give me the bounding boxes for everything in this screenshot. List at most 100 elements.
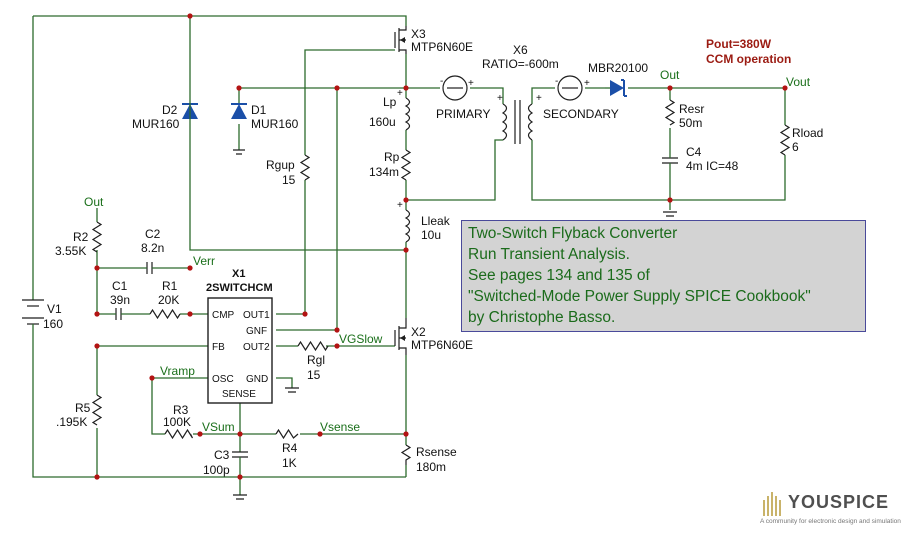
r4-resistor: [275, 428, 299, 440]
rsense-ref: Rsense: [416, 445, 457, 459]
pin-out1: OUT1: [243, 310, 270, 321]
net-out-left: Out: [84, 195, 104, 209]
net-vgslow: VGSlow: [339, 332, 383, 346]
x2-mosfet: [394, 318, 407, 355]
x3-ref: X3: [411, 27, 426, 41]
node-dots: [94, 13, 788, 480]
rload-resistor: [779, 124, 791, 156]
note-line: by Christophe Basso.: [468, 309, 616, 326]
x1-ref: X1: [232, 268, 245, 280]
pin-cmp: CMP: [212, 310, 235, 321]
r4-value: 1K: [282, 456, 297, 470]
r2-value: 3.55K: [55, 244, 86, 258]
r3-value: 100K: [163, 415, 191, 429]
r1-resistor: [149, 308, 181, 320]
c4-capacitor: [662, 148, 678, 172]
c1-value: 39n: [110, 293, 130, 307]
secondary-label: SECONDARY: [543, 107, 619, 121]
c1-ref: C1: [112, 279, 128, 293]
v1-source: [22, 299, 44, 330]
r3-ref: R3: [173, 403, 189, 417]
x1-value: 2SWITCHCM: [206, 282, 273, 294]
pin-sense: SENSE: [222, 389, 256, 400]
rsense-resistor: [400, 444, 412, 465]
c2-value: 8.2n: [141, 241, 164, 255]
pin-gnd: GND: [246, 374, 268, 385]
c3-capacitor: [232, 451, 248, 466]
d3-value: MBR20100: [588, 61, 648, 75]
logo-brand: YOUSPICE: [788, 492, 890, 512]
x6-transformer: [501, 100, 534, 144]
c1-capacitor: [110, 308, 128, 320]
resr-ref: Resr: [679, 102, 704, 116]
resr-value: 50m: [679, 116, 702, 130]
v1-ref: V1: [47, 302, 62, 316]
r3-resistor: [164, 428, 194, 440]
secondary-ammeter: [557, 75, 583, 101]
pin-out2: OUT2: [243, 342, 270, 353]
rgup-resistor: [299, 154, 311, 181]
rload-value: 6: [792, 140, 799, 154]
svg-text:+: +: [584, 78, 590, 89]
svg-text:+: +: [397, 88, 403, 99]
svg-text:-: -: [440, 76, 443, 87]
primary-label: PRIMARY: [436, 107, 490, 121]
youspice-logo: YOUSPICE A community for electronic desi…: [758, 490, 905, 533]
d2-ref: D2: [162, 103, 178, 117]
pin-fb: FB: [212, 342, 225, 353]
rsense-value: 180m: [416, 460, 446, 474]
c3-value: 100p: [203, 463, 230, 477]
svg-text:+: +: [536, 93, 542, 104]
net-verr: Verr: [193, 254, 215, 268]
note-line: Two-Switch Flyback Converter: [468, 225, 678, 242]
rgl-value: 15: [307, 368, 321, 382]
net-vout: Vout: [786, 75, 811, 89]
resr-resistor: [664, 99, 676, 126]
note-line: See pages 134 and 135 of: [468, 267, 650, 284]
mode-annotation: CCM operation: [706, 52, 791, 66]
x6-value: RATIO=-600m: [482, 57, 559, 71]
r2-ref: R2: [73, 230, 89, 244]
c2-ref: C2: [145, 227, 161, 241]
rp-value: 134m: [369, 165, 399, 179]
x2-value: MTP6N60E: [411, 338, 473, 352]
wires: [32, 15, 786, 500]
note-line: Run Transient Analysis.: [468, 246, 630, 263]
d1-diode: [231, 103, 247, 119]
rgup-value: 15: [282, 173, 296, 187]
lp-ref: Lp: [383, 95, 397, 109]
pin-gnf: GNF: [246, 326, 267, 337]
r2-resistor: [91, 221, 103, 253]
x3-value: MTP6N60E: [411, 40, 473, 54]
net-out-top: Out: [660, 68, 680, 82]
x6-ref: X6: [513, 43, 528, 57]
lleak-value: 10u: [421, 228, 441, 242]
c4-ref: C4: [686, 145, 702, 159]
r5-ref: R5: [75, 401, 91, 415]
description-note: Two-Switch Flyback Converter Run Transie…: [461, 220, 866, 332]
svg-text:+: +: [468, 78, 474, 89]
d2-value: MUR160: [132, 117, 180, 131]
d3-diode: [605, 79, 627, 97]
x3-mosfet: [394, 26, 407, 54]
c3-ref: C3: [214, 448, 230, 462]
r5-resistor: [91, 394, 103, 426]
net-vramp: Vramp: [160, 364, 195, 378]
rgl-ref: Rgl: [307, 353, 325, 367]
svg-text:-: -: [555, 76, 558, 87]
net-vsense: Vsense: [320, 420, 360, 434]
primary-ammeter: [442, 75, 468, 101]
rgl-resistor: [297, 340, 329, 352]
lleak-ref: Lleak: [421, 214, 451, 228]
r4-ref: R4: [282, 441, 298, 455]
r5-value: .195K: [56, 415, 87, 429]
c2-capacitor: [140, 262, 158, 274]
polarity-marks: - + - + + + + +: [397, 76, 590, 211]
d1-value: MUR160: [251, 117, 299, 131]
note-line: "Switched-Mode Power Supply SPICE Cookbo…: [468, 288, 811, 305]
d2-diode: [182, 100, 198, 124]
v1-value: 160: [43, 317, 63, 331]
pout-annotation: Pout=380W: [706, 37, 772, 51]
lp-inductor: [404, 97, 411, 131]
logo-tagline: A community for electronic design and si…: [760, 518, 901, 525]
